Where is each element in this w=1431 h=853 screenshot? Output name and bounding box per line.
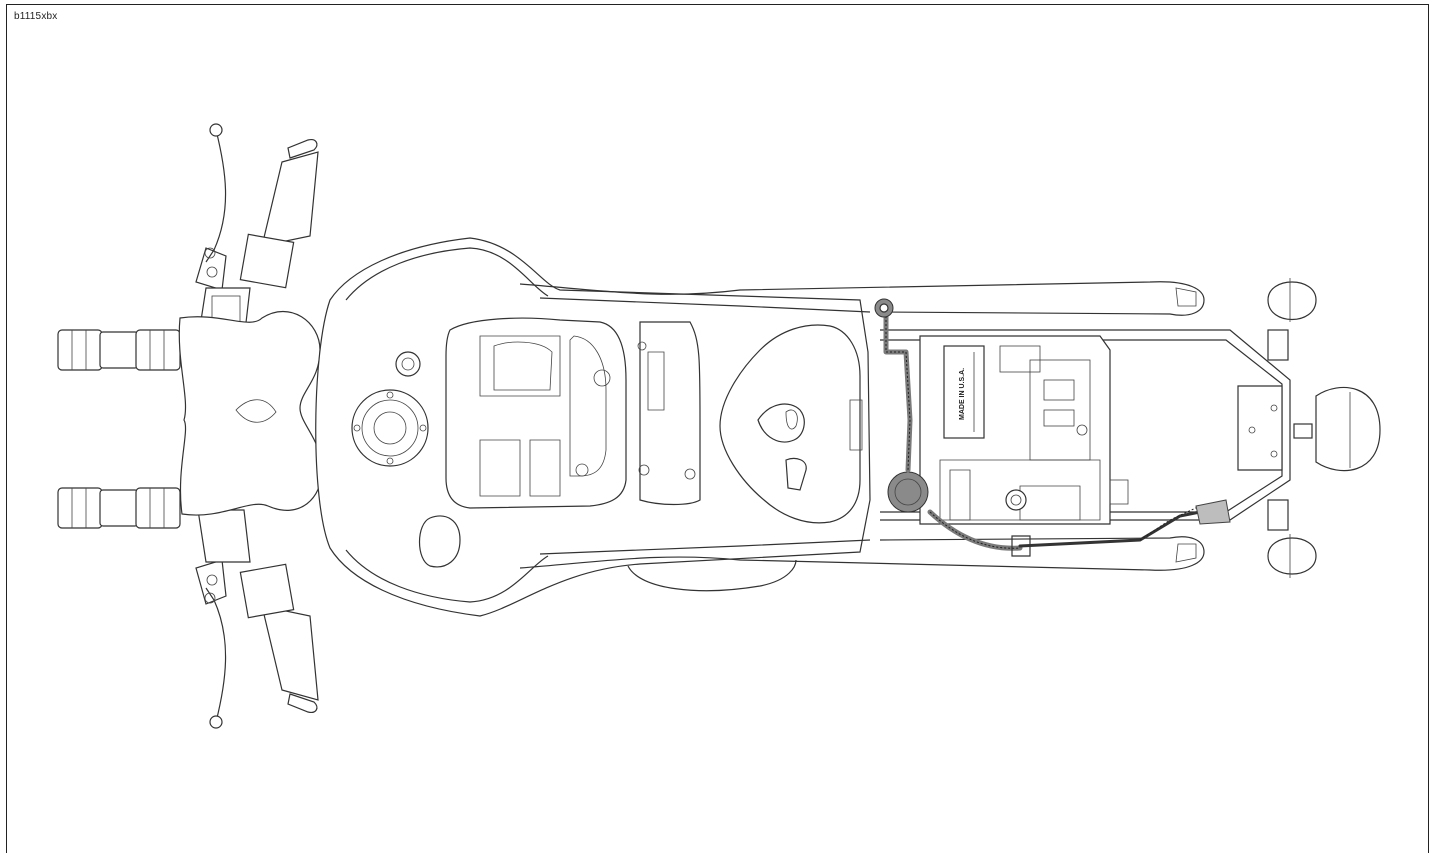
handlebar-assembly [57, 123, 323, 729]
figure-frame [6, 4, 1429, 853]
harness-connector [1195, 499, 1231, 525]
clutch-lever-upper [205, 129, 227, 263]
figure-id: b1115xbx [14, 11, 58, 22]
vent-canister [887, 471, 929, 513]
turn-signal-upper [1267, 278, 1317, 361]
brake-lever-lower [205, 587, 227, 723]
grip-lower [261, 605, 319, 701]
grip-upper [261, 151, 319, 247]
vent-hose [883, 309, 913, 473]
fuel-tank-area [315, 237, 1205, 617]
triple-clamp [178, 311, 323, 516]
fuel-cap [351, 389, 429, 467]
fork-upper [57, 329, 181, 371]
rear-frame-area: MADE IN U.S.A. [627, 278, 1381, 592]
fork-lower [57, 487, 181, 529]
seat-bolt-cover [757, 403, 805, 443]
tank-label-text: MADE IN U.S.A. [959, 368, 966, 420]
battery-label-plate [943, 345, 985, 439]
wiring-harness [1018, 508, 1212, 548]
turn-signal-lower [1267, 499, 1317, 578]
tail-light [1315, 386, 1381, 472]
